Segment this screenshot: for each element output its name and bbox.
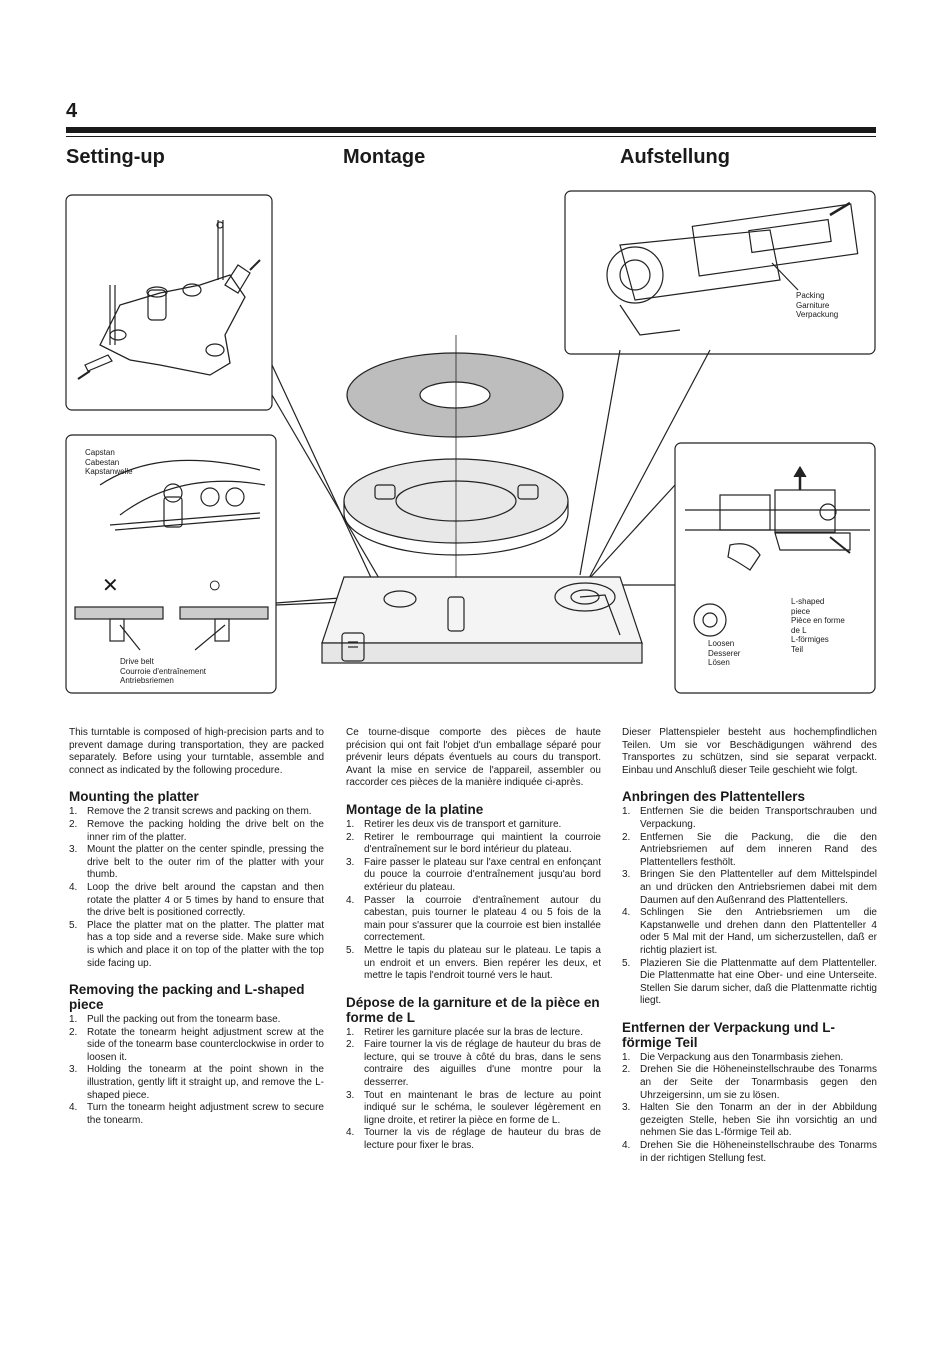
- wrong-mark-icon: ✕: [102, 575, 119, 597]
- list-item: 1.Retirer les deux vis de transport et g…: [346, 818, 562, 830]
- heading-german: Aufstellung: [620, 146, 730, 168]
- list-item: 4.Passer la courroie d'entraînement auto…: [346, 894, 601, 944]
- list-item: 5.Place the platter mat on the platter. …: [69, 919, 324, 969]
- section-title-montage-platine: Montage de la platine: [346, 801, 484, 817]
- header-rule-thick: [66, 127, 876, 133]
- column-german: Dieser Plattenspieler besteht aus hochem…: [622, 727, 877, 1165]
- steps-mounting-platter-english: 1.Remove the 2 transit screws and packin…: [69, 806, 324, 970]
- list-item: 5.Plazieren Sie die Plattenmatte auf dem…: [622, 957, 877, 1007]
- inset-packing-frame: [564, 190, 876, 355]
- label-packing: Packing Garniture Verpackung: [796, 291, 839, 319]
- list-item: 1.Pull the packing out from the tonearm …: [69, 1014, 281, 1026]
- list-item: 4.Turn the tonearm height adjustment scr…: [69, 1102, 324, 1126]
- intro-french: Ce tourne-disque comporte des pièces de …: [346, 727, 601, 789]
- list-item: 2.Retirer le rembourrage qui maintient l…: [346, 831, 601, 856]
- list-item: 2.Faire tourner la vis de réglage de hau…: [346, 1039, 601, 1089]
- list-item: 4.Loop the drive belt around the capstan…: [69, 881, 324, 919]
- page-number: 4: [66, 100, 78, 122]
- heading-english: Setting-up: [66, 146, 165, 168]
- list-item: 1.Die Verpackung aus den Tonarmbasis zie…: [622, 1051, 844, 1063]
- inset-capstan-frame: [65, 434, 277, 694]
- steps-removing-packing-english: 1.Pull the packing out from the tonearm …: [69, 1014, 324, 1127]
- correct-mark-icon: ○: [208, 572, 222, 597]
- steps-anbringen-german: 1.Entfernen Sie die beiden Transportschr…: [622, 806, 877, 1008]
- label-drive-belt: Drive belt Courroie d'entraînement Antri…: [120, 657, 207, 685]
- list-item: 3.Mount the platter on the center spindl…: [69, 844, 324, 881]
- section-title-mounting-platter: Mounting the platter: [69, 789, 199, 805]
- setup-illustration: Packing Garniture Verpackung Capstan Cab…: [60, 185, 890, 710]
- list-item: 3.Holding the tonearm at the point shown…: [69, 1064, 324, 1101]
- list-item: 2.Drehen Sie die Höheneinstellschraube d…: [622, 1064, 877, 1101]
- list-item: 5.Mettre le tapis du plateau sur le plat…: [346, 944, 601, 982]
- steps-depose-garniture-french: 1.Retirer les garniture placée sur la br…: [346, 1027, 601, 1153]
- header-rule-thin: [66, 136, 876, 137]
- list-item: 3.Faire passer le plateau sur l'axe cent…: [346, 856, 601, 893]
- label-loosen: Loosen Desserer Lösen: [708, 639, 741, 667]
- list-item: 2.Entfernen Sie die Packung, die die den…: [622, 831, 877, 868]
- list-item: 3.Bringen Sie den Plattenteller auf dem …: [622, 869, 877, 906]
- list-item: 4.Drehen Sie die Höheneinstellschraube d…: [622, 1140, 877, 1164]
- section-title-entfernen-verpackung: Entfernen der Verpackung und L-förmige T…: [622, 1019, 836, 1050]
- list-item: 1.Remove the 2 transit screws and packin…: [69, 806, 312, 818]
- label-capstan: Capstan Cabestan Kapstanwelle: [85, 448, 133, 476]
- list-item: 4.Tourner la vis de réglage de hauteur d…: [346, 1127, 601, 1152]
- section-title-anbringen-plattenteller: Anbringen des Plattentellers: [622, 789, 806, 805]
- section-title-removing-packing: Removing the packing and L-shaped piece: [69, 982, 305, 1013]
- steps-entfernen-german: 1.Die Verpackung aus den Tonarmbasis zie…: [622, 1052, 877, 1165]
- column-english: This turntable is composed of high-preci…: [69, 727, 324, 1127]
- setup-illustration-drawing: [65, 190, 876, 694]
- steps-montage-platine-french: 1.Retirer les deux vis de transport et g…: [346, 819, 601, 983]
- intro-english: This turntable is composed of high-preci…: [69, 727, 324, 776]
- list-item: 2.Rotate the tonearm height adjustment s…: [69, 1026, 324, 1063]
- list-item: 3.Tout en maintenant le bras de lecture …: [346, 1089, 601, 1126]
- list-item: 2.Remove the packing holding the drive b…: [69, 818, 324, 843]
- heading-french: Montage: [343, 146, 426, 168]
- list-item: 1.Retirer les garniture placée sur la br…: [346, 1026, 583, 1038]
- intro-german: Dieser Plattenspieler besteht aus hochem…: [622, 727, 877, 776]
- column-french: Ce tourne-disque comporte des pièces de …: [346, 727, 601, 1153]
- list-item: 4.Schlingen Sie den Antriebsriemen um di…: [622, 907, 877, 956]
- inset-transit-screws-frame: [65, 194, 273, 411]
- inset-tonearm-frame: [674, 442, 876, 694]
- label-l-shaped-piece: L-shaped piece Pièce en forme de L L-för…: [791, 597, 845, 654]
- list-item: 1.Entfernen Sie die beiden Transportschr…: [622, 806, 877, 830]
- list-item: 3.Halten Sie den Tonarm an der in der Ab…: [622, 1102, 877, 1139]
- section-title-depose-garniture: Dépose de la garniture et de la pièce en…: [346, 994, 600, 1025]
